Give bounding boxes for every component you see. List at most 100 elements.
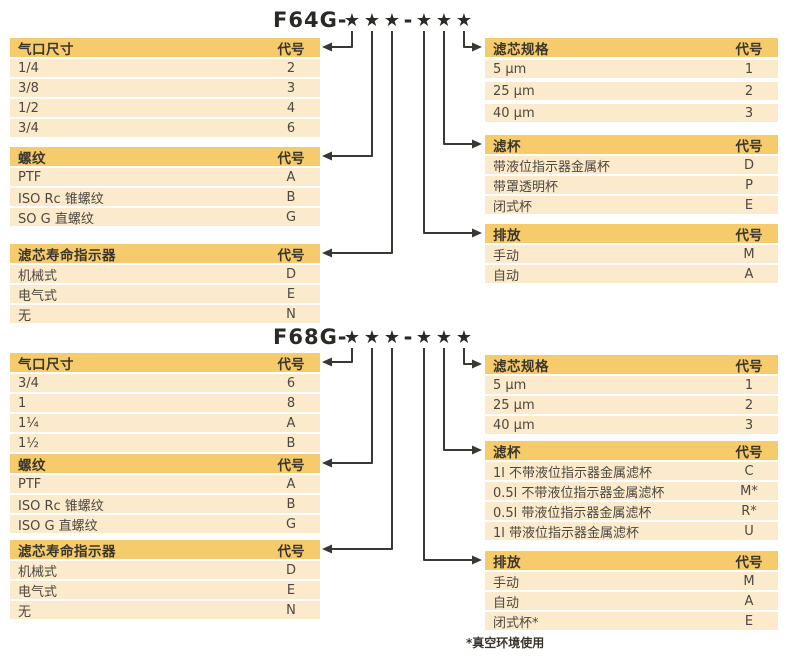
table-header-row: 气口尺寸代号 [10, 353, 320, 373]
option-code: G [285, 209, 297, 225]
table-title: 排放 [493, 554, 521, 571]
option-label: 1/2 [18, 100, 39, 116]
table-row: PTF A [10, 475, 320, 493]
option-label: 3/4 [18, 120, 39, 136]
option-code: 1 [744, 377, 754, 393]
table-row: 25 µm 2 [485, 396, 778, 414]
option-code: A [744, 266, 754, 282]
dash-separator: - [403, 8, 413, 32]
option-code: B [286, 189, 296, 205]
option-label: PTF [18, 476, 42, 492]
table-row: 闭式杯*E [485, 612, 778, 631]
option-label: 无 [18, 604, 32, 620]
star-placeholder-icon: ★ [343, 327, 361, 348]
option-code: 2 [744, 397, 754, 413]
option-code: B [286, 435, 296, 451]
option-code: A [744, 593, 754, 609]
option-label: 机械式 [18, 564, 58, 580]
table-title: 滤芯规格 [493, 41, 549, 58]
option-code: D [285, 266, 296, 282]
option-label: 1 [18, 395, 27, 411]
option-code: 2 [744, 83, 754, 99]
table-row: 电气式 E [10, 581, 320, 600]
option-code: 6 [286, 375, 296, 391]
table-title: 气口尺寸 [18, 356, 74, 373]
code-column-label: 代号 [277, 543, 305, 560]
option-code: D [285, 562, 296, 578]
option-label: 自动 [493, 595, 520, 611]
option-code: P [745, 177, 753, 193]
option-code: M [743, 246, 755, 262]
star-placeholder-icon: ★ [383, 10, 401, 31]
table-row: 1½ B [10, 434, 320, 452]
table-title: 排放 [493, 227, 521, 244]
table-title: 滤芯寿命指示器 [18, 543, 116, 560]
option-label: 1l 带液位指示器金属滤杯 [493, 525, 640, 541]
option-label: 1l 不带液位指示器金属滤杯 [493, 465, 653, 481]
option-label: 电气式 [18, 288, 58, 304]
option-label: 25 µm [493, 397, 535, 413]
option-label: ISO Rc 锥螺纹 [18, 498, 104, 514]
table-header-row: 排放代号 [485, 224, 778, 244]
option-code: 3 [286, 80, 296, 96]
table-title: 气口尺寸 [18, 41, 74, 58]
table-title: 滤杯 [493, 138, 521, 155]
model-title-f68g: F68G-★★★-★★★ [273, 325, 474, 349]
option-label: 3/4 [18, 375, 39, 391]
table-row: 机械式 D [10, 561, 320, 580]
option-code: G [285, 516, 297, 532]
option-code: 1 [744, 61, 754, 77]
table-f68g-indicator: 滤芯寿命指示器 代号机械式 D 电气式 E 无 N [10, 540, 320, 621]
option-code: E [286, 582, 296, 598]
option-label: 0.5l 不带液位指示器金属滤杯 [493, 485, 665, 501]
option-label: 闭式杯 [493, 199, 533, 215]
option-label: 自动 [493, 268, 520, 284]
option-label: 1½ [18, 435, 39, 451]
option-label: 5 µm [493, 61, 527, 77]
option-code: N [286, 602, 296, 618]
option-code: U [744, 523, 754, 539]
option-label: 1/4 [18, 60, 39, 76]
code-column-label: 代号 [277, 150, 305, 167]
option-label: 电气式 [18, 584, 58, 600]
option-label: 手动 [493, 575, 520, 591]
option-code: E [744, 197, 754, 213]
table-header-row: 滤芯规格代号 [485, 355, 778, 375]
option-label: 3/8 [18, 80, 39, 96]
code-column-label: 代号 [735, 41, 763, 58]
option-code: E [744, 613, 754, 629]
table-title: 螺纹 [18, 457, 46, 474]
option-code: 8 [286, 395, 296, 411]
code-column-label: 代号 [735, 138, 763, 155]
option-label: 1¼ [18, 415, 39, 431]
dash-separator: - [403, 325, 413, 349]
option-label: 0.5l 带液位指示器金属滤杯 [493, 505, 652, 521]
option-code: A [286, 476, 296, 492]
table-row: 5 µm 1 [485, 60, 778, 78]
star-placeholder-icon: ★ [363, 10, 381, 31]
table-header-row: 滤芯寿命指示器 代号 [10, 540, 320, 560]
table-header-row: 螺纹代号 [10, 454, 320, 474]
table-title: 滤杯 [493, 444, 521, 461]
